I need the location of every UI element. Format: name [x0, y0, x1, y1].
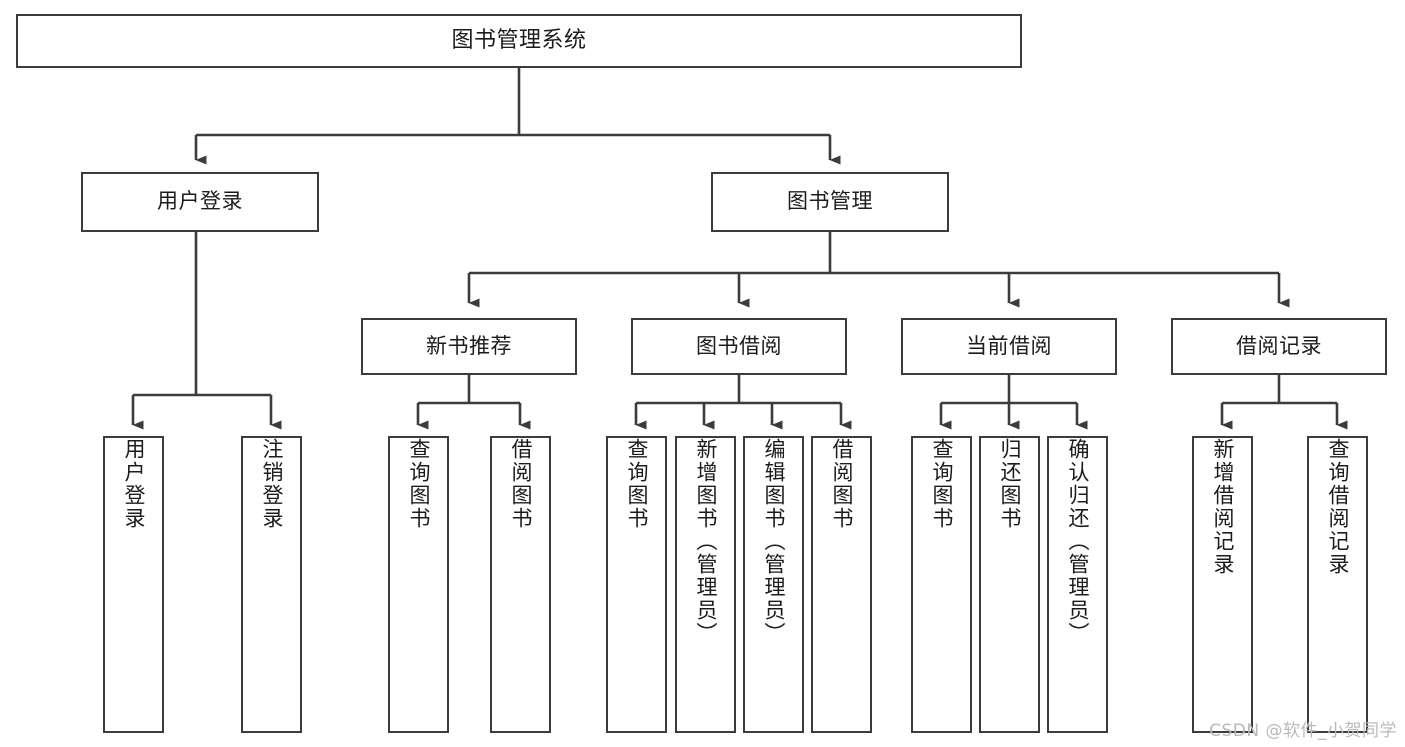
node-current-borrow[interactable]: 当前借阅 — [901, 318, 1117, 375]
node-leaf-borrow-record-1[interactable]: 查询借阅记录 — [1307, 436, 1368, 733]
node-leaf-book-borrow-3-label: 借阅图书 — [829, 438, 854, 530]
node-leaf-borrow-record-0[interactable]: 新增借阅记录 — [1192, 436, 1253, 733]
node-leaf-user-login-1[interactable]: 注销登录 — [241, 436, 302, 733]
node-leaf-current-borrow-1[interactable]: 归还图书 — [979, 436, 1040, 733]
node-book-borrow-label: 图书借阅 — [696, 333, 782, 358]
node-borrow-record[interactable]: 借阅记录 — [1171, 318, 1387, 375]
node-book-manage[interactable]: 图书管理 — [711, 172, 949, 232]
node-leaf-borrow-record-0-label: 新增借阅记录 — [1210, 438, 1235, 576]
node-book-manage-label: 图书管理 — [787, 189, 873, 214]
node-leaf-current-borrow-0[interactable]: 查询图书 — [911, 436, 972, 733]
node-leaf-book-borrow-2-label: 编辑图书（管理员） — [761, 438, 786, 645]
node-leaf-book-borrow-0[interactable]: 查询图书 — [606, 436, 667, 733]
node-leaf-current-borrow-2-label: 确认归还（管理员） — [1065, 438, 1090, 645]
node-leaf-user-login-1-label: 注销登录 — [259, 438, 284, 530]
node-user-login[interactable]: 用户登录 — [81, 172, 319, 232]
node-leaf-book-borrow-3[interactable]: 借阅图书 — [811, 436, 872, 733]
node-book-borrow[interactable]: 图书借阅 — [631, 318, 847, 375]
node-root-system-label: 图书管理系统 — [451, 27, 587, 53]
node-root-system[interactable]: 图书管理系统 — [16, 14, 1022, 68]
node-leaf-user-login-0[interactable]: 用户登录 — [103, 436, 164, 733]
node-leaf-current-borrow-1-label: 归还图书 — [997, 438, 1022, 530]
node-new-book-recommend-label: 新书推荐 — [426, 333, 512, 358]
node-leaf-book-borrow-0-label: 查询图书 — [624, 438, 649, 530]
node-leaf-current-borrow-0-label: 查询图书 — [929, 438, 954, 530]
node-current-borrow-label: 当前借阅 — [966, 333, 1052, 358]
node-new-book-recommend[interactable]: 新书推荐 — [361, 318, 577, 375]
node-leaf-borrow-record-1-label: 查询借阅记录 — [1325, 438, 1350, 576]
node-user-login-label: 用户登录 — [157, 189, 243, 214]
node-leaf-new-book-0-label: 查询图书 — [406, 438, 431, 530]
node-borrow-record-label: 借阅记录 — [1236, 333, 1322, 358]
node-leaf-book-borrow-1[interactable]: 新增图书（管理员） — [675, 436, 736, 733]
node-leaf-book-borrow-2[interactable]: 编辑图书（管理员） — [743, 436, 804, 733]
node-leaf-book-borrow-1-label: 新增图书（管理员） — [693, 438, 718, 645]
node-leaf-new-book-1[interactable]: 借阅图书 — [490, 436, 551, 733]
node-leaf-new-book-0[interactable]: 查询图书 — [388, 436, 449, 733]
node-leaf-user-login-0-label: 用户登录 — [121, 438, 146, 530]
csdn-watermark: CSDN @软件_小贺同学 — [1209, 721, 1397, 741]
node-leaf-new-book-1-label: 借阅图书 — [508, 438, 533, 530]
node-leaf-current-borrow-2[interactable]: 确认归还（管理员） — [1047, 436, 1108, 733]
